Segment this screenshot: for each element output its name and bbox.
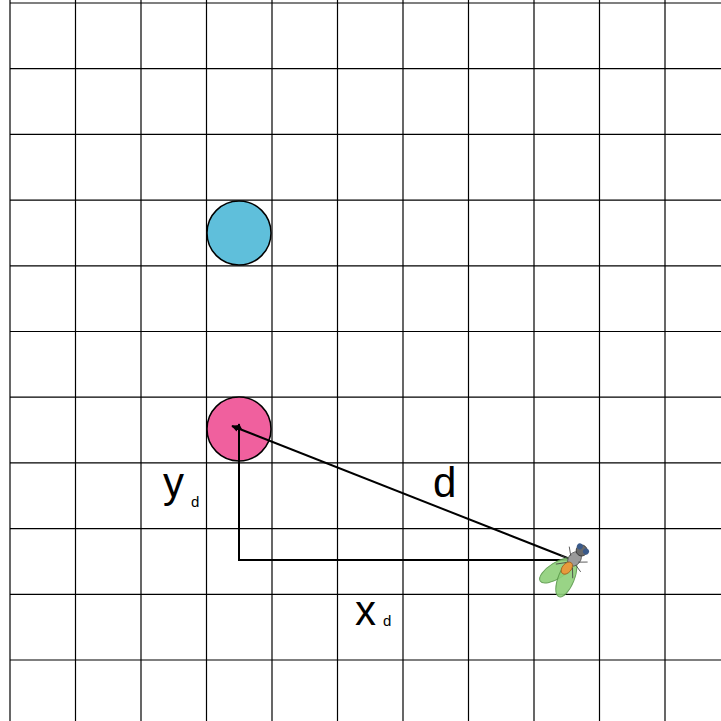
distance-label: d bbox=[433, 462, 456, 504]
fly-icon bbox=[533, 534, 601, 604]
subscript: d bbox=[191, 494, 199, 509]
axis-label: x bbox=[355, 590, 376, 632]
axis-label: y bbox=[163, 462, 184, 504]
distance-arrow bbox=[232, 426, 570, 559]
y-offset-arrow bbox=[238, 424, 240, 561]
x-offset-line bbox=[239, 559, 570, 561]
blue-target bbox=[207, 201, 271, 265]
grid bbox=[10, 0, 721, 721]
subscript: d bbox=[383, 613, 391, 628]
